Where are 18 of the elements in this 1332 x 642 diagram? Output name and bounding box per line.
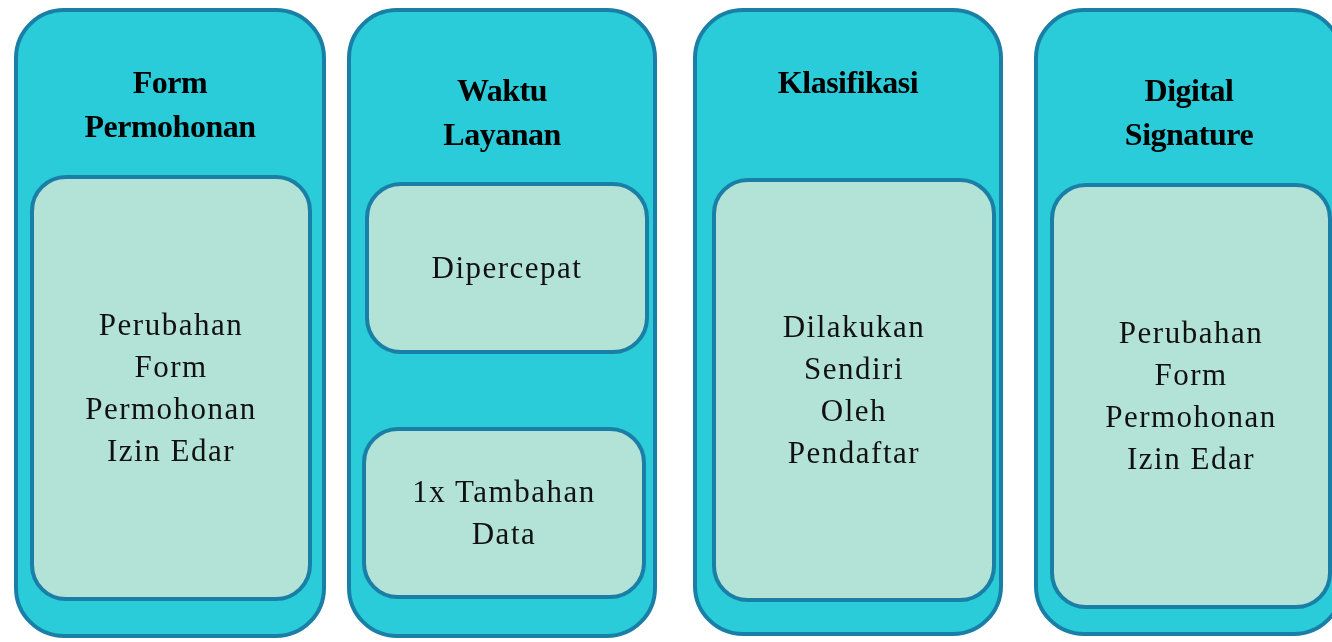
column-heading: Digital Signature [1123,71,1255,154]
column-panel [14,8,326,638]
column-heading: Waktu Layanan [442,71,562,154]
box-text: Dipercepat [430,249,584,287]
box-text: Perubahan Form Permohonan Izin Edar [1104,314,1278,478]
column-panel [1034,8,1332,636]
content-box [712,178,996,602]
column-heading: Form Permohonan [83,63,257,146]
content-box [30,175,312,601]
content-box [365,182,649,354]
content-box [1050,183,1332,609]
box-text: Perubahan Form Permohonan Izin Edar [84,306,258,470]
column-panel [347,8,657,638]
column-heading: Klasifikasi [776,63,920,102]
box-text: 1x Tambahan Data [411,473,597,553]
column-panel [693,8,1003,636]
box-text: Dilakukan Sendiri Oleh Pendaftar [781,308,927,472]
content-box [362,427,646,599]
